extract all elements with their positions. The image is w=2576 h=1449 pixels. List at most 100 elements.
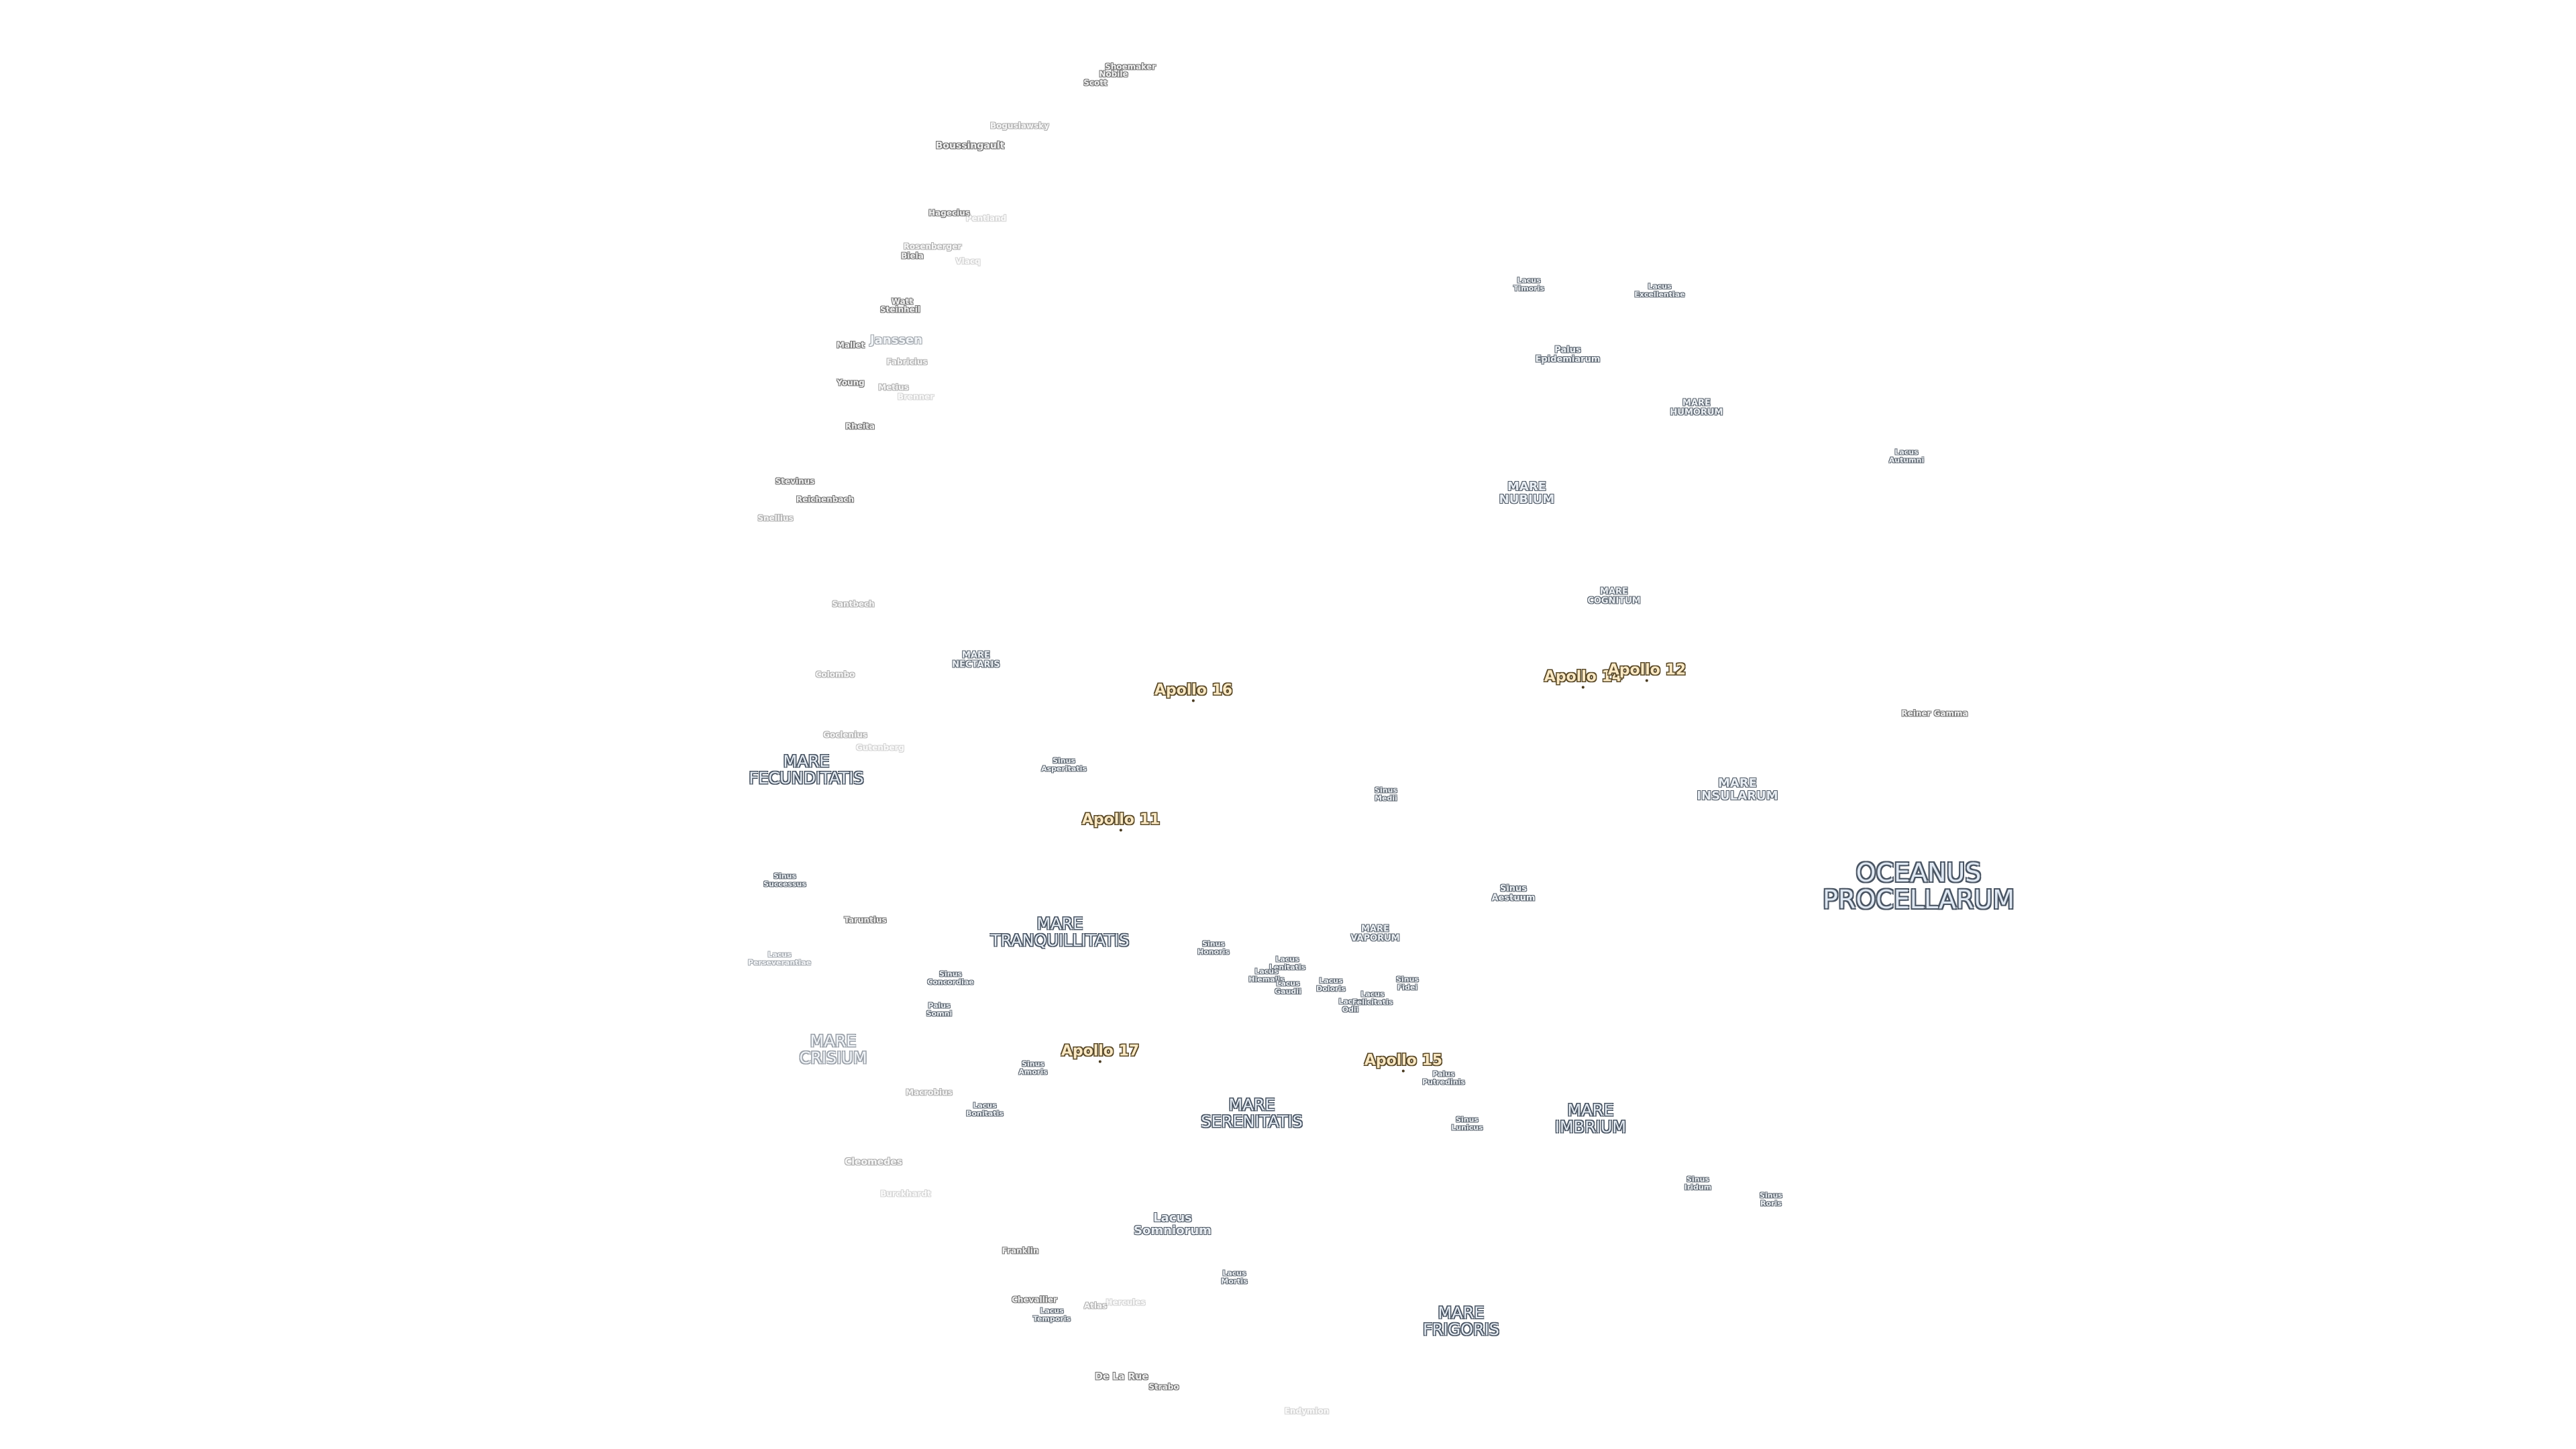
map-label-line: FRIGORIS bbox=[1422, 1320, 1500, 1339]
map-label-line: Timoris bbox=[1513, 284, 1545, 292]
map-label-endymion: Endymion bbox=[1285, 1407, 1330, 1416]
map-label-line: MARE bbox=[1507, 480, 1546, 494]
map-label-line: Cleomedes bbox=[844, 1157, 903, 1168]
map-label-apollo-12: Apollo 12 bbox=[1608, 662, 1686, 682]
map-label-line: OCEANUS bbox=[1856, 858, 1982, 888]
map-label-shoemaker: Shoemaker bbox=[1105, 63, 1156, 72]
map-label-goclenius: Goclenius bbox=[823, 731, 867, 740]
map-label-line: Brenner bbox=[897, 392, 934, 402]
map-label-hercules: Hercules bbox=[1106, 1299, 1145, 1307]
map-label-line: Hagecius bbox=[928, 208, 970, 218]
map-label-line: Doloris bbox=[1316, 984, 1346, 993]
map-label-line: HUMORUM bbox=[1670, 407, 1723, 417]
map-label-line: Burckhardt bbox=[880, 1189, 931, 1199]
map-label-line: Rheita bbox=[845, 421, 875, 431]
map-label-taruntius: Taruntius bbox=[844, 916, 886, 925]
map-label-line: Sinus bbox=[1760, 1191, 1782, 1200]
map-label-fabricius: Fabricius bbox=[886, 358, 927, 367]
map-label-line: Lacus bbox=[1040, 1306, 1064, 1316]
map-label-line: Stevinus bbox=[775, 476, 815, 486]
map-label-line: Sinus bbox=[1456, 1115, 1479, 1124]
map-label-line: Vlacq bbox=[955, 256, 981, 266]
map-label-line: NUBIUM bbox=[1499, 492, 1555, 506]
map-label-apollo-17: Apollo 17 bbox=[1061, 1043, 1139, 1063]
map-label-line: Hercules bbox=[1106, 1297, 1146, 1307]
map-label-stevinus: Stevinus bbox=[775, 478, 815, 486]
map-label-line: Aestuum bbox=[1491, 893, 1536, 903]
map-label-biela-faint: Pentland bbox=[966, 215, 1007, 223]
map-label-line: Colombo bbox=[815, 669, 855, 680]
map-label-line: Apollo 11 bbox=[1081, 811, 1161, 828]
map-label-line: Lacus bbox=[1275, 955, 1299, 964]
map-label-line: Felicitatis bbox=[1352, 998, 1393, 1006]
map-label-line: INSULARUM bbox=[1697, 789, 1778, 803]
map-label-line: Sinus bbox=[773, 871, 796, 881]
map-label-line: Asperitatis bbox=[1041, 764, 1087, 773]
map-label-line: Sinus bbox=[1499, 883, 1527, 894]
map-label-line: Lacus bbox=[1254, 967, 1279, 976]
map-label-line: Taruntius bbox=[844, 915, 887, 925]
map-label-line: Bonitatis bbox=[966, 1109, 1004, 1118]
map-label-line: Amoris bbox=[1018, 1067, 1048, 1076]
map-label-line: Apollo 14 bbox=[1544, 668, 1623, 686]
map-label-line: Watt bbox=[891, 297, 914, 307]
map-label-line: Sinus bbox=[1053, 756, 1075, 765]
map-label-line: MARE bbox=[1600, 586, 1628, 597]
map-label-line: Somni bbox=[926, 1009, 953, 1018]
map-label-line: De La Rue bbox=[1095, 1371, 1148, 1383]
map-label-line: FECUNDITATIS bbox=[749, 769, 864, 788]
map-label-cleomedes: Cleomedes bbox=[844, 1157, 903, 1168]
map-label-line: MARE bbox=[1717, 776, 1757, 791]
map-label-boguslawsky: Boguslawsky bbox=[990, 122, 1049, 131]
map-label-line: Steinheil bbox=[879, 305, 921, 315]
map-label-line: Lacus bbox=[1222, 1269, 1246, 1278]
map-label-line: Pentland bbox=[965, 213, 1007, 223]
map-label-hagecius: Hagecius bbox=[928, 209, 970, 218]
map-label-mallet: Mallet bbox=[837, 341, 865, 350]
map-label-santbech: Santbech bbox=[832, 600, 874, 609]
map-label-line: Successus bbox=[763, 879, 806, 888]
map-label-line: Iridum bbox=[1684, 1183, 1712, 1191]
map-label-chevallier: Chevallier bbox=[1012, 1296, 1057, 1305]
map-label-line: Lacus bbox=[1153, 1211, 1192, 1226]
map-label-line: Excellentiae bbox=[1634, 290, 1685, 299]
map-label-line: Autumni bbox=[1888, 455, 1925, 464]
map-label-line: Sinus bbox=[1202, 939, 1225, 949]
map-label-line: Somniorum bbox=[1134, 1224, 1212, 1238]
map-label-line: MARE bbox=[783, 751, 830, 771]
map-label-line: Boguslawsky bbox=[990, 121, 1049, 131]
map-label-line: Honoris bbox=[1197, 947, 1230, 956]
map-label-line: Gaudii bbox=[1275, 987, 1301, 996]
map-label-line: Lacus bbox=[767, 950, 792, 959]
map-label-line: Janssen bbox=[869, 333, 923, 347]
map-label-reichenbach: Reichenbach bbox=[796, 496, 854, 504]
map-label-line: CRISIUM bbox=[799, 1049, 867, 1067]
map-label-line: Goclenius bbox=[823, 730, 867, 740]
map-label-line: Mortis bbox=[1221, 1277, 1248, 1285]
map-label-apollo-16: Apollo 16 bbox=[1155, 682, 1232, 702]
map-label-line: Lacus bbox=[1517, 276, 1541, 285]
map-label-line: Mallet bbox=[836, 340, 865, 350]
